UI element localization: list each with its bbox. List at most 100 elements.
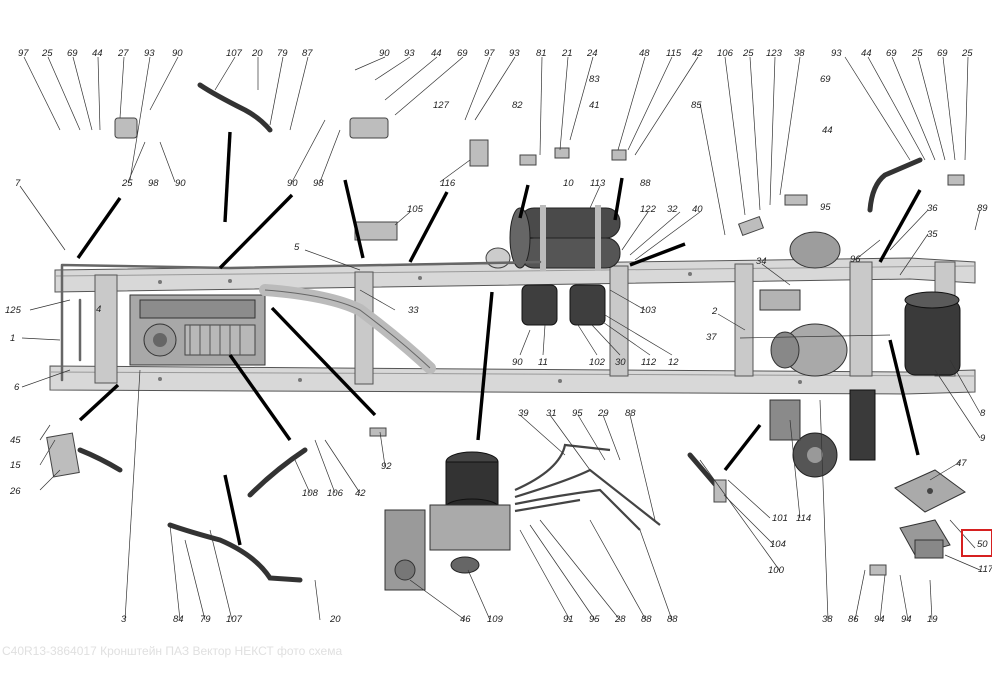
label-9: 9	[980, 433, 986, 444]
label-25: 25	[41, 48, 53, 59]
label-88b: 88	[625, 408, 636, 419]
label-88: 88	[640, 178, 651, 189]
brake-line	[60, 260, 542, 382]
label-123: 93	[831, 48, 842, 59]
label-81: 81	[536, 48, 547, 59]
label-6: 6	[14, 382, 20, 393]
pointer-arrows	[76, 131, 922, 546]
label-93b: 93	[404, 48, 415, 59]
label-86: 86	[848, 614, 859, 625]
label-104: 104	[770, 539, 786, 550]
label-42: 25	[742, 48, 754, 59]
label-98b: 90	[287, 178, 298, 189]
label-115: 106	[717, 48, 734, 59]
label-8: 8	[980, 408, 986, 419]
label-93c: 93	[509, 48, 520, 59]
callout-labels: 97 25 69 44 27 93 90 107 20 79 87 90 93 …	[5, 48, 992, 625]
label-69: 69	[67, 48, 78, 59]
label-95b: 95	[572, 408, 583, 419]
label-97: 97	[18, 48, 29, 59]
label-28: 28	[614, 614, 626, 625]
label-83b: 48	[639, 48, 650, 59]
label-112: 112	[641, 357, 657, 368]
label-47: 47	[956, 458, 967, 469]
bracket-plate	[894, 469, 966, 513]
label-34: 34	[756, 256, 767, 267]
label-26: 26	[9, 486, 21, 497]
label-102: 102	[589, 357, 606, 368]
label-79: 79	[277, 48, 288, 59]
label-107b: 107	[226, 614, 243, 625]
label-85: 85	[691, 100, 702, 111]
label-39: 39	[518, 408, 529, 419]
hose-108	[247, 447, 308, 498]
hose-left	[77, 447, 123, 473]
label-12: 12	[668, 357, 679, 368]
label-30: 30	[615, 357, 626, 368]
caption-watermark: С40R13-3864017 Кронштейн ПАЗ Вектор НЕКС…	[2, 644, 343, 658]
label-24: 24	[586, 48, 598, 59]
label-38: 44	[861, 48, 872, 59]
label-88c: 88	[641, 614, 652, 625]
label-35: 35	[927, 229, 938, 240]
label-41: 83	[589, 74, 600, 85]
label-90d: 90	[512, 357, 523, 368]
label-37: 37	[706, 332, 717, 343]
label-7: 7	[15, 178, 21, 189]
hose-top-107	[197, 82, 273, 133]
hose-107	[167, 522, 303, 583]
exhaust-pipe	[259, 284, 436, 374]
label-89: 89	[977, 203, 988, 214]
label-94b: 94	[901, 614, 912, 625]
label-125: 125	[5, 305, 22, 316]
label-69b: 69	[457, 48, 468, 59]
label-107: 107	[226, 48, 243, 59]
label-41b: 115	[666, 48, 682, 59]
label-20: 20	[251, 48, 263, 59]
air-tanks	[485, 205, 621, 326]
label-29: 29	[597, 408, 609, 419]
label-100: 100	[768, 565, 785, 576]
label-106b: 106	[327, 488, 344, 499]
label-20b: 20	[329, 614, 341, 625]
label-44c: 25	[911, 48, 923, 59]
label-45: 45	[10, 435, 21, 446]
label-87: 87	[302, 48, 313, 59]
label-92: 92	[381, 461, 392, 472]
label-106: 123	[766, 48, 783, 59]
label-95c: 95	[589, 614, 600, 625]
label-94: 94	[874, 614, 885, 625]
label-25e: 98	[313, 178, 324, 189]
label-93d: 69	[886, 48, 897, 59]
label-91: 91	[563, 614, 574, 625]
label-90: 90	[172, 48, 183, 59]
label-25c: 25	[961, 48, 973, 59]
hose-123	[867, 157, 923, 213]
label-84: 84	[173, 614, 184, 625]
label-108: 108	[302, 488, 319, 499]
label-101: 101	[772, 513, 788, 524]
label-83: 41	[589, 100, 600, 111]
label-2: 2	[711, 306, 718, 317]
rear-axle	[759, 231, 961, 478]
label-113: 113	[590, 178, 606, 189]
label-40: 40	[692, 204, 703, 215]
label-122: 122	[640, 204, 657, 215]
label-3: 3	[121, 614, 127, 625]
label-95: 95	[820, 202, 831, 213]
label-15: 15	[10, 460, 21, 471]
label-19: 19	[927, 614, 938, 625]
label-5: 5	[294, 242, 300, 253]
label-44d: 44	[822, 125, 833, 136]
label-42b: 42	[355, 488, 366, 499]
label-117: 117	[978, 564, 992, 575]
label-38b: 38	[822, 614, 833, 625]
highlight-box	[961, 529, 992, 557]
label-44: 44	[92, 48, 103, 59]
label-127: 127	[433, 100, 450, 111]
engine	[129, 294, 266, 366]
label-79b: 79	[200, 614, 211, 625]
label-98: 90	[175, 178, 186, 189]
label-31: 31	[546, 408, 557, 419]
label-1: 1	[10, 333, 15, 344]
